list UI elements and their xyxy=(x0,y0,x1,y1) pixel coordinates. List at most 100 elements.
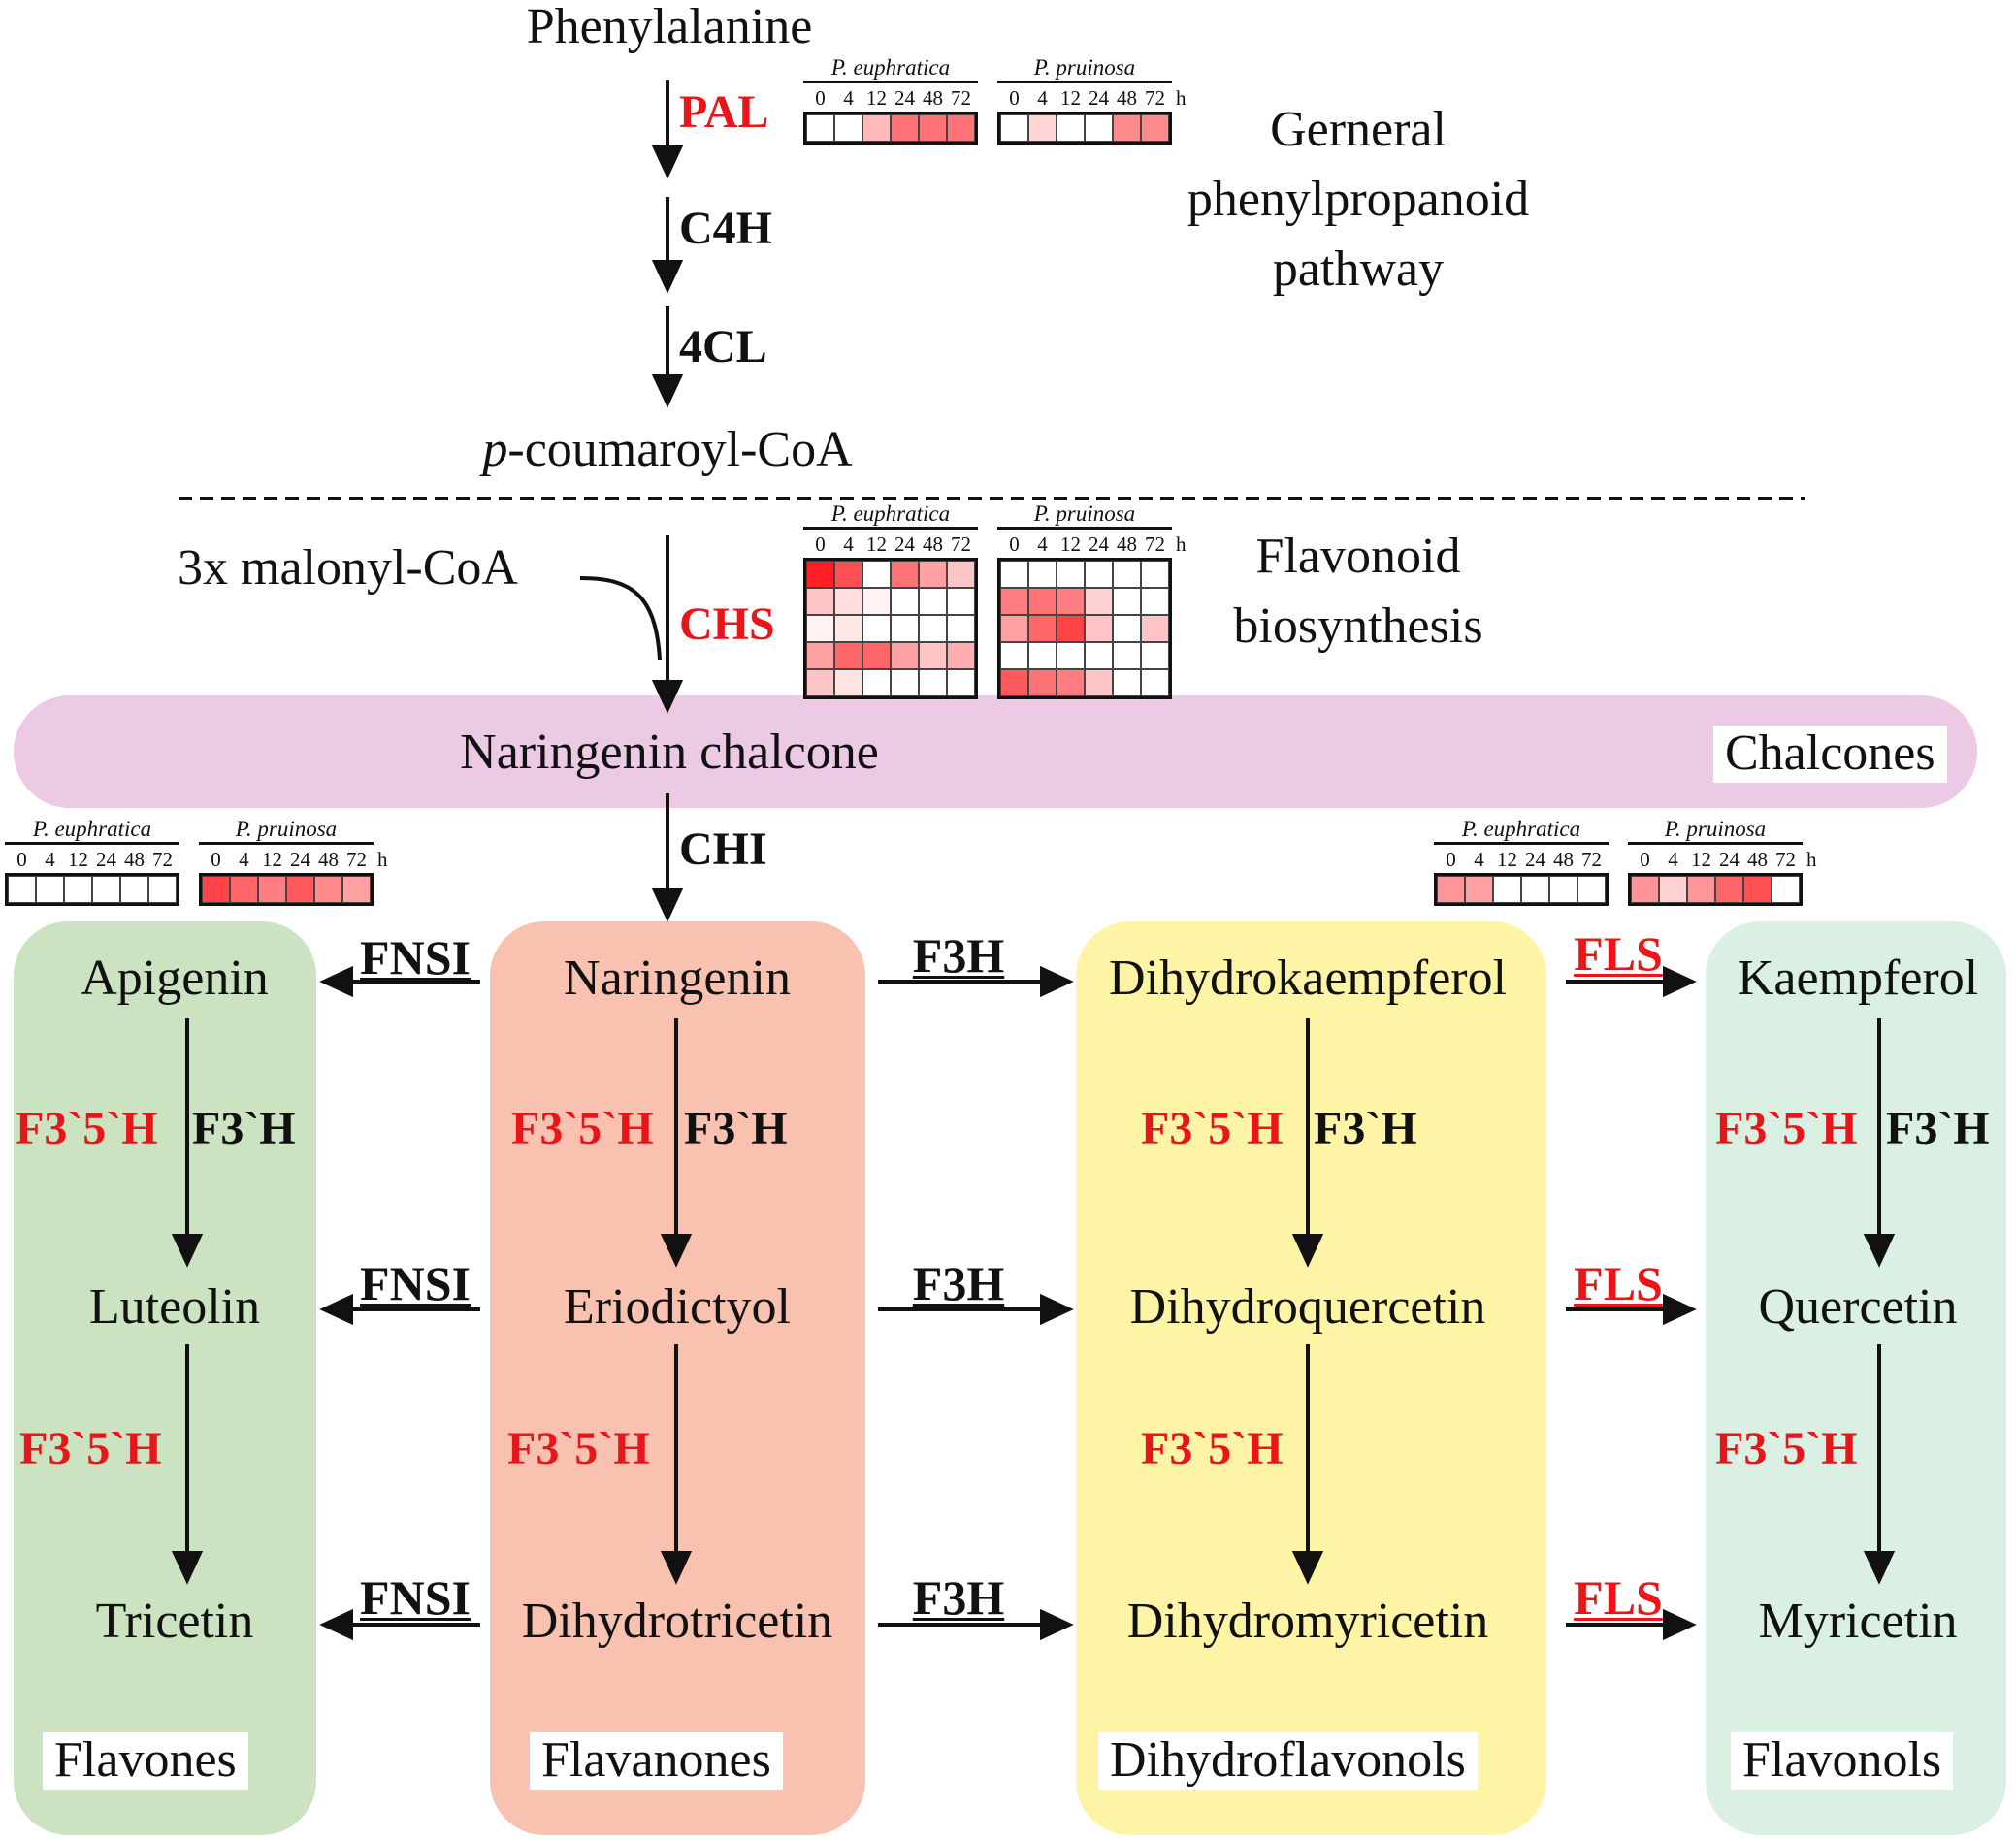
heatmap-cell xyxy=(919,669,947,696)
heatmap-chs-tick-1-4: 48 xyxy=(1117,532,1137,556)
heatmap-fls-tick-1-3: 24 xyxy=(1719,848,1740,871)
heatmap-cell xyxy=(862,615,891,642)
arrowhead-quercetin-myricetin xyxy=(1863,1551,1896,1585)
compound-kaempferol: Kaempferol xyxy=(1737,951,1979,1006)
heatmap-cell xyxy=(919,114,947,142)
heatmap-cell xyxy=(947,561,975,588)
arrowhead-chs xyxy=(651,680,684,714)
heatmap-cell xyxy=(862,561,891,588)
heatmap-fls-tick-0-0: 0 xyxy=(1446,848,1456,871)
heatmap-fls-tick-0-3: 24 xyxy=(1525,848,1545,871)
enzyme-f35h-flavonols-1: F3`5`H xyxy=(1715,1103,1858,1154)
class-label-flavones: Flavones xyxy=(43,1732,248,1790)
heatmap-cell xyxy=(1113,669,1141,696)
heatmap-fls-tick-0-5: 72 xyxy=(1581,848,1602,871)
arrowhead-fnsi-2 xyxy=(319,1293,353,1326)
enzyme-fls-3: FLS xyxy=(1574,1570,1663,1625)
arrowhead-kaempferol-quercetin xyxy=(1863,1234,1896,1268)
heatmap-cell xyxy=(947,588,975,615)
chalcones-band xyxy=(14,695,1977,808)
enzyme-chi: CHI xyxy=(679,823,767,875)
heatmap-cell xyxy=(1687,876,1715,903)
arrowhead-luteolin-tricetin xyxy=(171,1551,204,1585)
compound-tricetin: Tricetin xyxy=(95,1594,254,1649)
heatmap-cell xyxy=(1715,876,1743,903)
heatmap-cell xyxy=(1141,588,1169,615)
heatmap-pal-unit: h xyxy=(1176,86,1187,110)
heatmap-chs-tick-0-1: 4 xyxy=(843,532,854,556)
heatmap-cell xyxy=(1057,588,1085,615)
heatmap-pal-species-1: P. pruinosa xyxy=(1033,55,1136,80)
compound-naringenin-chalcone: Naringenin chalcone xyxy=(460,725,879,780)
heatmap-cell xyxy=(258,876,286,903)
heatmap-fnsi-tick-0-1: 4 xyxy=(45,848,55,871)
heatmap-cell xyxy=(8,876,36,903)
heatmap-cell xyxy=(891,114,919,142)
heatmap-cell xyxy=(1057,615,1085,642)
heatmap-fnsi-grid-0 xyxy=(5,873,179,906)
heatmap-fls-tick-1-4: 48 xyxy=(1747,848,1768,871)
heatmap-cell xyxy=(1113,561,1141,588)
arrowhead-pal xyxy=(651,145,684,179)
heatmap-cell xyxy=(806,642,834,669)
heatmap-cell xyxy=(342,876,371,903)
class-label-flavonols: Flavonols xyxy=(1731,1732,1954,1790)
heatmap-cell xyxy=(834,669,862,696)
heatmap-cell xyxy=(891,615,919,642)
heatmap-fnsi-tick-0-0: 0 xyxy=(16,848,27,871)
heatmap-fnsi-grid-1 xyxy=(199,873,374,906)
heatmap-fnsi-unit: h xyxy=(377,848,388,871)
heatmap-cell xyxy=(834,615,862,642)
heatmap-cell xyxy=(1028,561,1057,588)
heatmap-fls-tick-1-2: 12 xyxy=(1691,848,1711,871)
heatmap-cell xyxy=(1057,114,1085,142)
heatmap-cell xyxy=(1085,615,1113,642)
heatmap-fls-tick-1-1: 4 xyxy=(1668,848,1678,871)
compound-myricetin: Myricetin xyxy=(1758,1594,1958,1649)
arrowhead-f3h-3 xyxy=(1040,1608,1074,1641)
heatmap-fls-tick-1-5: 72 xyxy=(1775,848,1796,871)
dihydroflavonols-box xyxy=(1076,921,1546,1835)
heatmap-cell xyxy=(891,669,919,696)
enzyme-f35h-flavones-1: F3`5`H xyxy=(16,1103,158,1154)
heatmap-chs-tick-0-0: 0 xyxy=(815,532,826,556)
flavones-box xyxy=(14,921,316,1835)
heatmap-fnsi-tick-1-4: 48 xyxy=(318,848,339,871)
enzyme-pal: PAL xyxy=(679,86,769,138)
compound-dihydromyricetin: Dihydromyricetin xyxy=(1126,1594,1489,1649)
heatmap-cell xyxy=(1000,642,1028,669)
compound-naringenin: Naringenin xyxy=(564,951,791,1006)
enzyme-f3h-2: F3H xyxy=(912,1256,1005,1310)
heatmap-cell xyxy=(1057,669,1085,696)
heatmap-pal-grid-0 xyxy=(803,112,978,145)
arrowhead-4cl xyxy=(651,374,684,408)
heatmap-fnsi-tick-1-2: 12 xyxy=(262,848,282,871)
heatmap-cell xyxy=(36,876,64,903)
arrowhead-dhq-dhm xyxy=(1291,1551,1324,1585)
general-title-line-2: phenylpropanoid xyxy=(1187,172,1530,227)
general-title-line-1: Gerneral xyxy=(1270,102,1447,157)
heatmap-pal-tick-1-3: 24 xyxy=(1089,86,1109,110)
heatmap-cell xyxy=(891,561,919,588)
enzyme-4cl: 4CL xyxy=(679,321,767,372)
arrowhead-fls-1 xyxy=(1663,965,1697,998)
heatmap-cell xyxy=(1141,561,1169,588)
heatmap-cell xyxy=(919,615,947,642)
arrowhead-c4h xyxy=(651,260,684,294)
heatmap-cell xyxy=(1057,561,1085,588)
arrowhead-fnsi-1 xyxy=(319,965,353,998)
enzyme-f35h-dihydroflavonols-2: F3`5`H xyxy=(1141,1423,1284,1474)
flavonoid-title-line-2: biosynthesis xyxy=(1233,598,1483,654)
enzyme-c4h: C4H xyxy=(679,203,772,254)
heatmap-cell xyxy=(1465,876,1493,903)
enzyme-chs: CHS xyxy=(679,598,775,650)
enzyme-f3ph-flavones: F3`H xyxy=(192,1103,296,1154)
heatmap-cell xyxy=(1028,642,1057,669)
heatmap-cell xyxy=(806,588,834,615)
compound-dihydrotricetin: Dihydrotricetin xyxy=(521,1594,833,1649)
heatmap-fls-tick-0-4: 48 xyxy=(1553,848,1574,871)
heatmap-fls-species-0: P. euphratica xyxy=(1461,817,1581,841)
heatmap-cell xyxy=(947,114,975,142)
